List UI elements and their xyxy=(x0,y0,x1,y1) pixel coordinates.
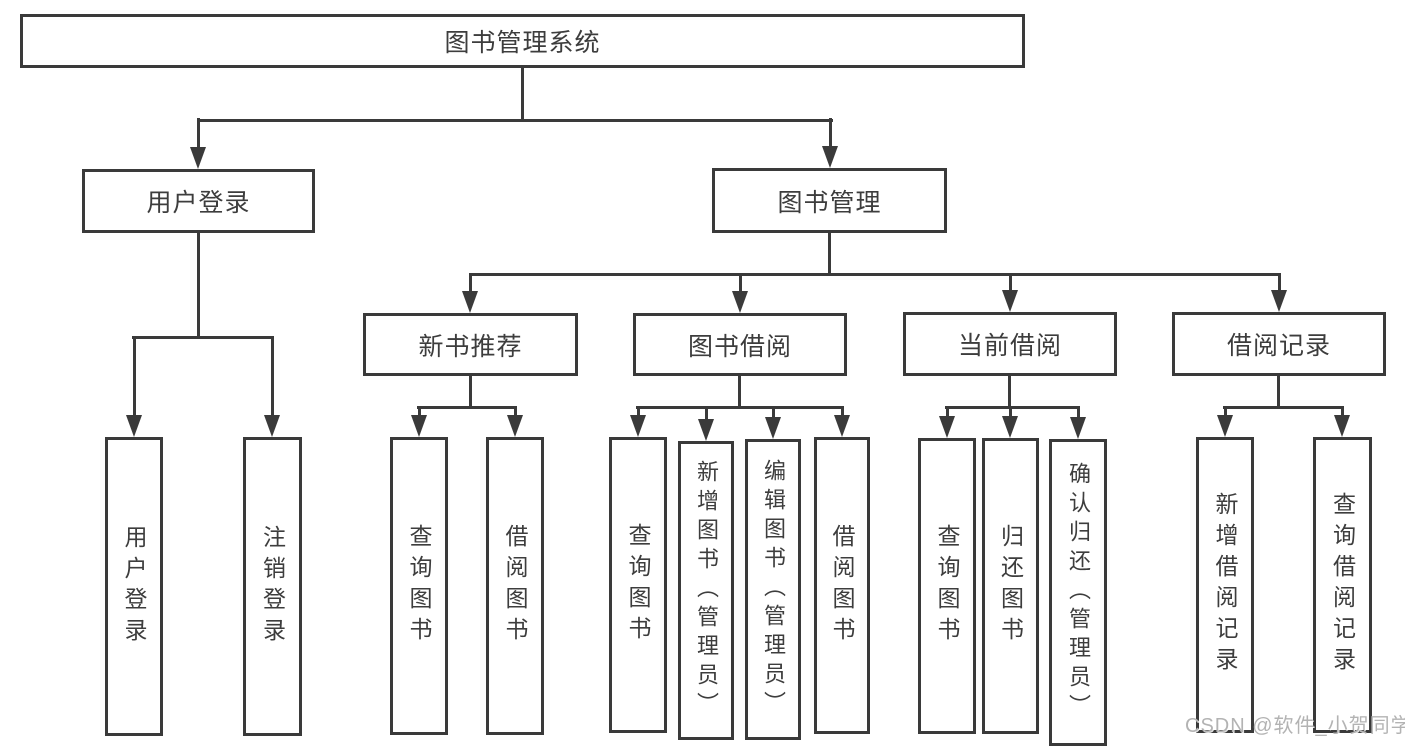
arrow-down-icon xyxy=(1271,274,1287,312)
arrow-down-icon xyxy=(834,407,850,437)
leaf-label: 新增图书（管理员） xyxy=(694,460,719,721)
leaf-user-login: 用户登录 xyxy=(105,437,163,736)
node-label: 新书推荐 xyxy=(418,332,523,361)
node-label: 图书借阅 xyxy=(687,332,792,361)
node-current-borrowing: 当前借阅 xyxy=(903,312,1117,376)
arrow-down-icon xyxy=(822,118,838,168)
node-user-login: 用户登录 xyxy=(82,169,315,233)
arrow-down-icon xyxy=(630,407,646,437)
node-label: 借阅记录 xyxy=(1226,332,1331,360)
arrow-down-icon xyxy=(1217,407,1233,437)
leaf-logout: 注销登录 xyxy=(243,437,302,736)
leaf-borrow-books-2: 借阅图书 xyxy=(814,437,870,734)
leaf-label: 查询图书 xyxy=(406,524,432,648)
leaf-label: 确认归还（管理员） xyxy=(1066,462,1091,723)
leaf-label: 新增借阅记录 xyxy=(1212,492,1238,678)
leaf-label: 借阅图书 xyxy=(502,524,528,648)
arrow-down-icon xyxy=(462,274,478,313)
arrow-down-icon xyxy=(264,337,280,437)
watermark-text: CSDN @软件_小贺同学 xyxy=(1185,715,1405,737)
leaf-label: 归还图书 xyxy=(997,524,1024,648)
leaf-confirm-return-admin: 确认归还（管理员） xyxy=(1049,439,1107,746)
connector-line xyxy=(738,376,741,406)
connector-line xyxy=(469,273,1281,276)
arrow-down-icon xyxy=(126,337,142,437)
connector-line xyxy=(469,376,472,406)
arrow-down-icon xyxy=(507,407,523,437)
connector-line xyxy=(828,233,831,276)
node-book-management: 图书管理 xyxy=(712,168,947,233)
connector-line xyxy=(197,119,833,122)
connector-line xyxy=(1277,376,1280,406)
arrow-down-icon xyxy=(1002,407,1018,438)
connector-line xyxy=(1008,376,1011,406)
leaf-query-books-3: 查询图书 xyxy=(918,438,976,734)
leaf-return-book: 归还图书 xyxy=(982,438,1039,734)
leaf-label: 查询借阅记录 xyxy=(1329,492,1356,678)
node-book-borrowing: 图书借阅 xyxy=(633,313,847,376)
connector-line xyxy=(417,406,517,409)
leaf-label: 查询图书 xyxy=(625,523,651,647)
arrow-down-icon xyxy=(765,407,781,439)
leaf-query-books-1: 查询图书 xyxy=(390,437,448,735)
leaf-query-books-2: 查询图书 xyxy=(609,437,667,733)
leaf-add-borrow-record: 新增借阅记录 xyxy=(1196,437,1254,733)
node-library-management-system: 图书管理系统 xyxy=(20,14,1025,68)
arrow-down-icon xyxy=(1070,407,1086,439)
connector-line xyxy=(945,406,1080,409)
arrow-down-icon xyxy=(698,407,714,441)
arrow-down-icon xyxy=(1002,274,1018,312)
node-borrowing-records: 借阅记录 xyxy=(1172,312,1386,376)
node-label: 用户登录 xyxy=(146,189,251,217)
node-label: 图书管理 xyxy=(777,188,882,217)
node-new-book-recommendation: 新书推荐 xyxy=(363,313,578,376)
leaf-query-borrow-record: 查询借阅记录 xyxy=(1313,437,1372,733)
connector-line xyxy=(521,68,524,120)
node-label: 图书管理系统 xyxy=(444,29,601,57)
leaf-label: 查询图书 xyxy=(934,524,960,648)
arrow-down-icon xyxy=(732,274,748,313)
connector-line xyxy=(1223,406,1344,409)
arrow-down-icon xyxy=(1334,407,1350,437)
arrow-down-icon xyxy=(939,407,955,438)
leaf-edit-book-admin: 编辑图书（管理员） xyxy=(745,439,801,740)
connector-line xyxy=(197,233,200,339)
leaf-label: 编辑图书（管理员） xyxy=(761,459,786,720)
leaf-label: 借阅图书 xyxy=(829,523,855,648)
node-label: 当前借阅 xyxy=(957,332,1062,360)
leaf-add-book-admin: 新增图书（管理员） xyxy=(678,441,734,740)
arrow-down-icon xyxy=(411,407,427,437)
leaf-label: 注销登录 xyxy=(259,524,286,649)
arrow-down-icon xyxy=(190,118,206,169)
connector-line xyxy=(636,406,844,409)
leaf-label: 用户登录 xyxy=(121,524,147,649)
leaf-borrow-books-1: 借阅图书 xyxy=(486,437,544,735)
connector-line xyxy=(132,336,274,339)
